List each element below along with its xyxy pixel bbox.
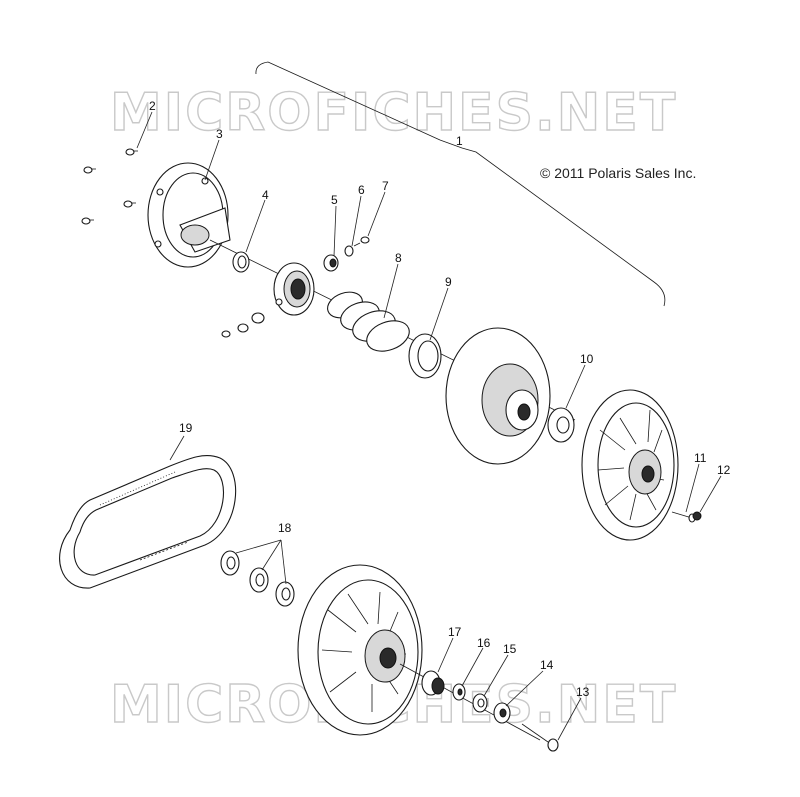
ring-9 — [408, 333, 442, 379]
spider-cover-3 — [147, 162, 231, 268]
callout-10: 10 — [580, 352, 594, 366]
washer-15 — [472, 693, 488, 713]
callout-13: 13 — [576, 685, 590, 699]
spacers-18 — [220, 550, 295, 607]
callout-16: 16 — [477, 636, 491, 650]
callout-4: 4 — [262, 188, 269, 202]
spider-hub — [273, 262, 315, 316]
callout-18: 18 — [278, 521, 292, 535]
callout-12: 12 — [717, 463, 731, 477]
spring-8 — [327, 291, 410, 352]
drive-belt-19 — [59, 455, 237, 589]
bushing-17 — [421, 670, 445, 696]
fixed-sheave — [445, 327, 551, 465]
moveable-sheave-drive — [581, 389, 679, 541]
callout-8: 8 — [395, 251, 402, 265]
callout-3: 3 — [216, 127, 223, 141]
callout-7: 7 — [382, 179, 389, 193]
nut-12 — [692, 511, 702, 521]
callout-5: 5 — [331, 193, 338, 207]
assembly-bracket — [255, 61, 666, 307]
washer-6 — [344, 245, 354, 257]
bolt-2-group — [81, 148, 138, 225]
washer-16 — [452, 683, 466, 701]
callout-6: 6 — [358, 183, 365, 197]
washer-14 — [493, 702, 511, 724]
callout-14: 14 — [540, 658, 554, 672]
small-hardware-lower-left — [221, 312, 265, 338]
washer-10 — [547, 407, 575, 443]
leader-lines — [136, 111, 722, 741]
bolt-11 — [671, 511, 696, 523]
bushing-5 — [323, 254, 339, 272]
washer-4 — [232, 251, 250, 273]
watermark-top: MICROFICHES.NET — [110, 83, 677, 143]
driven-clutch — [297, 564, 423, 736]
nut-7 — [353, 236, 370, 247]
callout-17: 17 — [448, 625, 462, 639]
callouts: 1 2 3 4 5 6 7 8 9 10 11 12 13 14 15 16 1… — [149, 99, 731, 699]
callout-11: 11 — [694, 451, 707, 465]
callout-1: 1 — [456, 134, 463, 148]
callout-2: 2 — [149, 99, 156, 113]
callout-15: 15 — [503, 642, 517, 656]
callout-9: 9 — [445, 275, 452, 289]
copyright-notice: © 2011 Polaris Sales Inc. — [540, 165, 696, 181]
bolt-13 — [521, 723, 559, 752]
callout-19: 19 — [179, 421, 193, 435]
